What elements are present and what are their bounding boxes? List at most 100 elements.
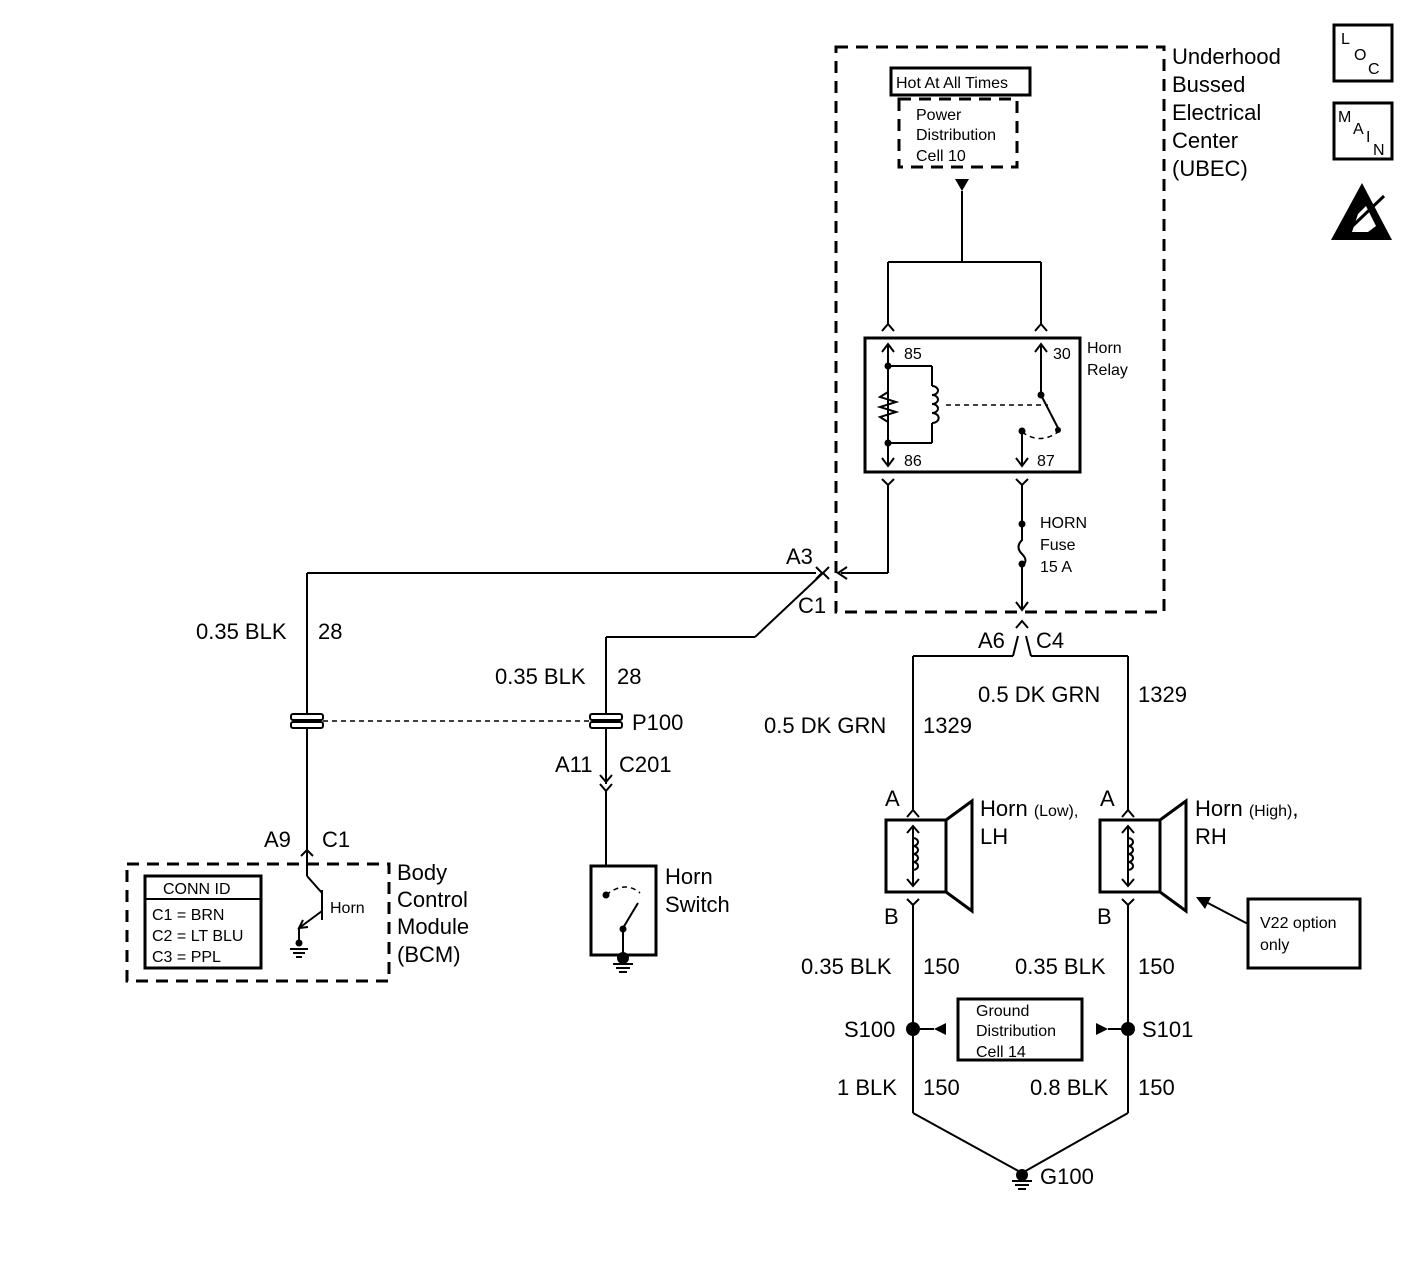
power-distribution-label: Distribution [916,127,996,144]
ground-distribution-label: Ground [976,1003,1029,1020]
ground-g100-label: G100 [1040,1164,1094,1189]
horn-lh-pin-a: A [885,786,900,811]
bcm-transistor-icon [306,875,323,894]
hot-at-all-times-box [889,66,1032,97]
wire-color-label: 0.35 BLK [801,954,892,979]
conn-id-row: C2 = LT BLU [152,928,243,945]
ground-g100-icon [1012,1169,1032,1190]
ubec-title-line: (UBEC) [1172,156,1248,181]
horn-lh-coil-icon [912,837,919,871]
ubec-title: Underhood Bussed Electrical Center (UBEC… [1172,44,1281,181]
circuit-number-label: 150 [923,954,960,979]
wire-color-label: 0.35 BLK [196,619,287,644]
horn-rh-coil-icon [1127,837,1134,871]
main-icon[interactable]: M A I N [1332,101,1394,161]
horn-lh-speaker-icon [944,798,974,914]
switch-contact-icon [622,902,639,929]
relay-pin-30: 30 [1053,346,1071,363]
horn-rh-pin-b: B [1097,904,1112,929]
hot-at-all-times-label: Hot At All Times [896,75,1008,92]
bcm-ground-icon [290,948,308,958]
svg-text:A: A [1353,121,1364,138]
horn-rh-side: RH [1195,824,1227,849]
wire-color-label: 0.35 BLK [495,664,586,689]
ubec-title-line: Electrical [1172,100,1261,125]
svg-text:C: C [1368,61,1380,78]
svg-text:L: L [1341,31,1350,48]
v22-option-note-box [1246,897,1362,970]
loc-icon[interactable]: L O C [1332,23,1394,83]
switch-ground-icon [613,952,633,973]
power-distribution-label: Cell 10 [916,148,966,165]
connector-c201-label: C201 [619,752,672,777]
power-distribution-box [897,97,1019,169]
conn-id-row: C1 = BRN [152,907,224,924]
bcm-boundary [125,862,391,983]
connector-a6-label: A6 [978,628,1005,653]
horn-relay-label: Horn [1087,340,1122,357]
esd-icon [1331,183,1392,240]
circuit-number-label: 1329 [923,713,972,738]
circuit-number-label: 150 [923,1075,960,1100]
circuit-number-label: 28 [617,664,641,689]
connector-c4-label: C4 [1036,628,1064,653]
horn-fuse-label: Fuse [1040,537,1076,554]
relay-pin-87: 87 [1037,453,1055,470]
relay-coil-icon [931,385,940,424]
horn-switch-label: Switch [665,892,730,917]
connector-a3-label: A3 [786,544,813,569]
feed-arrow-icon [955,179,969,191]
horn-fuse-label: 15 A [1040,559,1072,576]
horn-rh-body [1098,818,1162,894]
connector-c1-bcm-label: C1 [322,827,350,852]
bcm-horn-label: Horn [330,900,365,917]
wire-color-label: 0.8 BLK [1030,1075,1109,1100]
wire-color-label: 0.5 DK GRN [764,713,886,738]
horn-lh-pin-b: B [884,904,899,929]
bcm-title: Module [397,914,469,939]
connector-c1-label: C1 [798,593,826,618]
connector-a11-label: A11 [555,752,593,777]
wire-color-label: 0.5 DK GRN [978,682,1100,707]
circuit-number-label: 150 [1138,954,1175,979]
ground-distribution-label: Distribution [976,1023,1056,1040]
horn-rh-label: Horn (High), [1195,796,1299,821]
v22-option-note: V22 option [1260,915,1337,932]
note-arrow-icon [1196,897,1211,909]
relay-pin-85: 85 [904,346,922,363]
resistor-icon [876,391,900,423]
ground-distribution-label: Cell 14 [976,1044,1026,1061]
bcm-title: (BCM) [397,942,461,967]
power-distribution-label: Power [916,107,962,124]
passthrough-p100-label: P100 [632,710,683,735]
bcm-title: Body [397,860,447,885]
v22-option-note: only [1260,937,1289,954]
conn-id-row: C3 = PPL [152,949,221,966]
svg-text:I: I [1366,129,1370,146]
wire-color-label: 0.35 BLK [1015,954,1106,979]
relay-contact-icon [1040,394,1059,429]
svg-text:M: M [1338,109,1351,126]
svg-text:N: N [1373,142,1385,159]
horn-lh-side: LH [980,824,1008,849]
splice-s101-icon [1121,1022,1135,1036]
relay-pin-86: 86 [904,453,922,470]
horn-fuse-label: HORN [1040,515,1087,532]
horn-rh-speaker-icon [1158,798,1188,914]
circuit-number-label: 150 [1138,1075,1175,1100]
svg-text:O: O [1354,47,1366,64]
horn-relay-label: Relay [1087,362,1128,379]
splice-s101-label: S101 [1142,1017,1193,1042]
circuit-number-label: 28 [318,619,342,644]
p100-grommet-icon [290,713,623,729]
horn-switch-label: Horn [665,864,713,889]
splice-s100-icon [906,1022,920,1036]
bcm-title: Control [397,887,468,912]
horn-relay-box [863,336,1082,474]
circuit-number-label: 1329 [1138,682,1187,707]
wire-color-label: 1 BLK [837,1075,897,1100]
splice-s100-label: S100 [844,1017,895,1042]
ubec-title-line: Center [1172,128,1238,153]
ground-distribution-box [956,997,1084,1062]
